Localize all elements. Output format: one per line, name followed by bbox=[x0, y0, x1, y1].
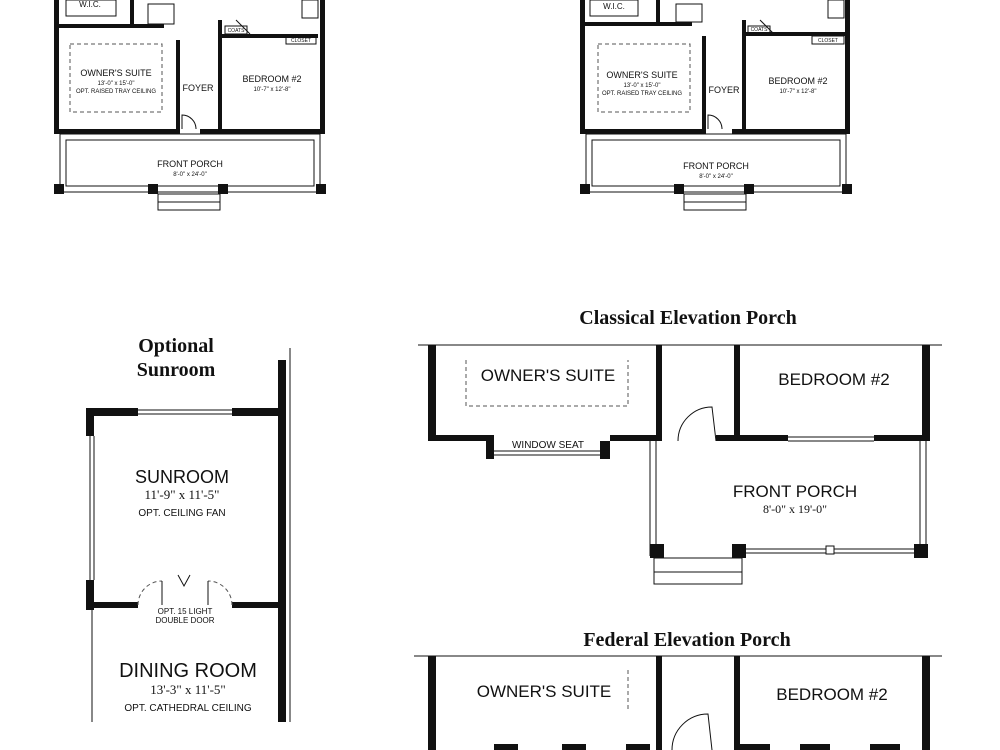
plan-a: W.I.C. OWNER'S SUITE 13'-0" x 15'-0" OPT… bbox=[54, 0, 326, 211]
federal-porch-title: Federal Elevation Porch bbox=[583, 629, 790, 651]
sunroom-label: SUNROOM bbox=[135, 467, 229, 487]
classical-porch-title: Classical Elevation Porch bbox=[579, 307, 796, 329]
plan-b-front-porch-dims: 8'-0" x 24'-0" bbox=[699, 174, 733, 180]
plan-a-bedroom2-dims: 10'-7" x 12'-8" bbox=[254, 87, 291, 93]
classical-owners-suite-label: OWNER'S SUITE bbox=[481, 366, 616, 385]
plan-b-owners-suite-dims: 13'-0" x 15'-0" bbox=[624, 83, 661, 89]
federal-owners-suite-label: OWNER'S SUITE bbox=[477, 682, 612, 701]
plan-b-foyer-label: FOYER bbox=[708, 85, 740, 95]
dining-room-label: DINING ROOM bbox=[119, 660, 257, 682]
classical-front-porch-dims: 8'-0" x 19'-0" bbox=[763, 502, 827, 516]
classical-bedroom2-label: BEDROOM #2 bbox=[778, 370, 889, 389]
classical-window-seat-label: WINDOW SEAT bbox=[512, 440, 584, 451]
federal-porch-plan: Federal Elevation Porch OWNER'S SUITE BE… bbox=[414, 629, 942, 750]
plan-a-owners-suite-note: OPT. RAISED TRAY CEILING bbox=[76, 89, 156, 95]
door-note-line1: OPT. 15 LIGHT bbox=[158, 607, 213, 616]
plan-a-front-porch-dims: 8'-0" x 24'-0" bbox=[173, 172, 207, 178]
classical-front-porch-label: FRONT PORCH bbox=[733, 482, 857, 501]
plan-a-wic-label: W.I.C. bbox=[79, 0, 101, 9]
plan-a-owners-suite-label: OWNER'S SUITE bbox=[80, 68, 151, 78]
plan-a-owners-suite-dims: 13'-0" x 15'-0" bbox=[98, 81, 135, 87]
plan-b-coats-label: COATS bbox=[751, 27, 769, 33]
classical-porch-plan: Classical Elevation Porch bbox=[418, 307, 942, 585]
sunroom-plan: Optional Sunroom SUNROOM 11'-9" x 11'-5"… bbox=[86, 335, 291, 722]
dining-room-note: OPT. CATHEDRAL CEILING bbox=[124, 703, 251, 714]
plan-a-closet-label: CLOSET bbox=[291, 38, 311, 44]
dining-room-dims: 13'-3" x 11'-5" bbox=[150, 682, 225, 697]
sunroom-plan-title-line1: Optional bbox=[138, 335, 214, 357]
plan-b-owners-suite-note: OPT. RAISED TRAY CEILING bbox=[602, 91, 682, 97]
plan-b-owners-suite-label: OWNER'S SUITE bbox=[606, 70, 677, 80]
plan-a-front-porch-label: FRONT PORCH bbox=[157, 159, 223, 169]
sunroom-note: OPT. CEILING FAN bbox=[138, 508, 225, 519]
plan-b-wic-label: W.I.C. bbox=[603, 2, 625, 11]
door-note-line2: DOUBLE DOOR bbox=[155, 616, 214, 625]
sunroom-dims: 11'-9" x 11'-5" bbox=[145, 487, 220, 502]
plan-a-foyer-label: FOYER bbox=[182, 83, 214, 93]
plan-a-bedroom2-label: BEDROOM #2 bbox=[242, 74, 301, 84]
sunroom-plan-title-line2: Sunroom bbox=[137, 359, 216, 381]
plan-b-front-porch-label: FRONT PORCH bbox=[683, 161, 749, 171]
plan-b-bedroom2-dims: 10'-7" x 12'-8" bbox=[780, 89, 817, 95]
plan-b-closet-label: CLOSET bbox=[818, 38, 838, 44]
plan-b-bedroom2-label: BEDROOM #2 bbox=[768, 76, 827, 86]
plan-a-coats-label: COATS bbox=[228, 28, 246, 34]
plan-b: W.I.C. OWNER'S SUITE 13'-0" x 15'-0" OPT… bbox=[580, 0, 852, 211]
federal-bedroom2-label: BEDROOM #2 bbox=[776, 685, 887, 704]
